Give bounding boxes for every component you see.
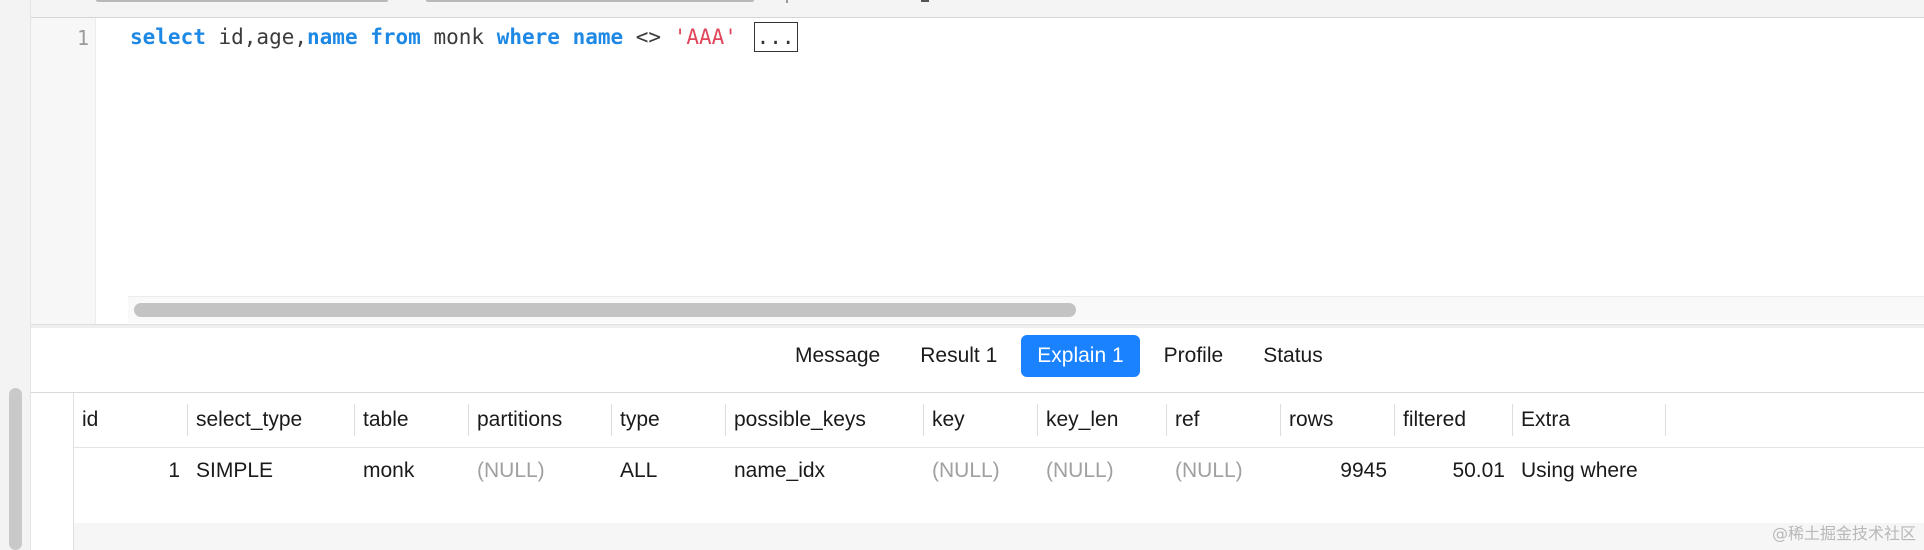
vertical-scrollbar-thumb[interactable] xyxy=(9,388,22,550)
pane-divider[interactable] xyxy=(31,324,1924,328)
keyword-token: select xyxy=(130,25,206,49)
line-number: 1 xyxy=(76,26,89,50)
watermark: @稀土掘金技术社区 xyxy=(1771,524,1916,543)
tab-profile[interactable]: Profile xyxy=(1163,344,1224,367)
whitespace-token xyxy=(560,25,573,49)
column-header-partitions[interactable]: partitions xyxy=(469,404,612,436)
toolbar-control-left[interactable] xyxy=(96,0,388,2)
cell-ref[interactable]: (NULL) xyxy=(1175,459,1243,482)
table-header-row: id select_type table partitions type pos… xyxy=(74,393,1924,448)
tab-explain-1[interactable]: Explain 1 xyxy=(1021,335,1140,377)
whitespace-token xyxy=(737,25,750,49)
keyword-token: name xyxy=(572,25,624,49)
column-header-type[interactable]: type xyxy=(612,404,726,436)
cell-table[interactable]: monk xyxy=(363,459,415,482)
cell-select-type[interactable]: SIMPLE xyxy=(196,459,274,482)
string-literal-token: 'AAA' xyxy=(673,25,737,49)
column-header-table[interactable]: table xyxy=(355,404,469,436)
cell-id[interactable]: 1 xyxy=(168,459,180,482)
tab-status[interactable]: Status xyxy=(1263,344,1323,367)
column-header-key[interactable]: key xyxy=(924,404,1038,436)
horizontal-scrollbar[interactable] xyxy=(128,296,1924,323)
row-gutter xyxy=(31,393,74,550)
top-toolbar xyxy=(31,0,1924,18)
editor-gutter: 1 xyxy=(31,18,96,324)
column-header-extra[interactable]: Extra xyxy=(1513,404,1666,436)
cell-type[interactable]: ALL xyxy=(620,459,658,482)
operator-token: <> xyxy=(623,25,674,49)
tab-result-1[interactable]: Result 1 xyxy=(920,344,998,367)
results-divider xyxy=(31,392,1924,393)
empty-table-row xyxy=(74,523,1924,550)
cell-possible-keys[interactable]: name_idx xyxy=(734,459,826,482)
cell-key[interactable]: (NULL) xyxy=(932,459,1000,482)
column-header-rows[interactable]: rows xyxy=(1281,404,1395,436)
toolbar-control-right[interactable] xyxy=(426,0,754,2)
column-header-select-type[interactable]: select_type xyxy=(188,404,355,436)
horizontal-scrollbar-thumb[interactable] xyxy=(134,303,1076,317)
explain-results-grid: id select_type table partitions type pos… xyxy=(31,393,1924,550)
cell-filtered[interactable]: 50.01 xyxy=(1452,459,1505,482)
identifier-token: monk xyxy=(420,25,497,49)
keyword-token: where xyxy=(496,25,560,49)
toolbar-cursor-mark xyxy=(921,0,929,2)
toolbar-mark xyxy=(786,0,788,3)
code-fold-marker[interactable]: ... xyxy=(753,22,798,52)
result-tabs: Message Result 1 Explain 1 Profile Statu… xyxy=(775,335,1343,377)
cell-rows[interactable]: 9945 xyxy=(1340,459,1387,482)
column-header-ref[interactable]: ref xyxy=(1167,404,1281,436)
left-window-strip xyxy=(0,0,31,550)
keyword-token: from xyxy=(370,25,421,49)
identifier-token: id,age, xyxy=(205,25,308,49)
cell-extra[interactable]: Using where xyxy=(1521,459,1638,482)
column-header-id[interactable]: id xyxy=(74,404,188,436)
keyword-token: name xyxy=(307,25,358,49)
column-header-possible-keys[interactable]: possible_keys xyxy=(726,404,924,436)
cell-key-len[interactable]: (NULL) xyxy=(1046,459,1114,482)
whitespace-token xyxy=(358,25,371,49)
column-header-filtered[interactable]: filtered xyxy=(1395,404,1513,436)
cell-partitions[interactable]: (NULL) xyxy=(477,459,545,482)
table-row[interactable]: 1 SIMPLE monk (NULL) ALL name_idx (NULL)… xyxy=(74,448,1924,494)
sql-code-line[interactable]: select id,age,name from monk where name … xyxy=(130,20,798,54)
tab-message[interactable]: Message xyxy=(795,344,881,367)
column-header-key-len[interactable]: key_len xyxy=(1038,404,1167,436)
